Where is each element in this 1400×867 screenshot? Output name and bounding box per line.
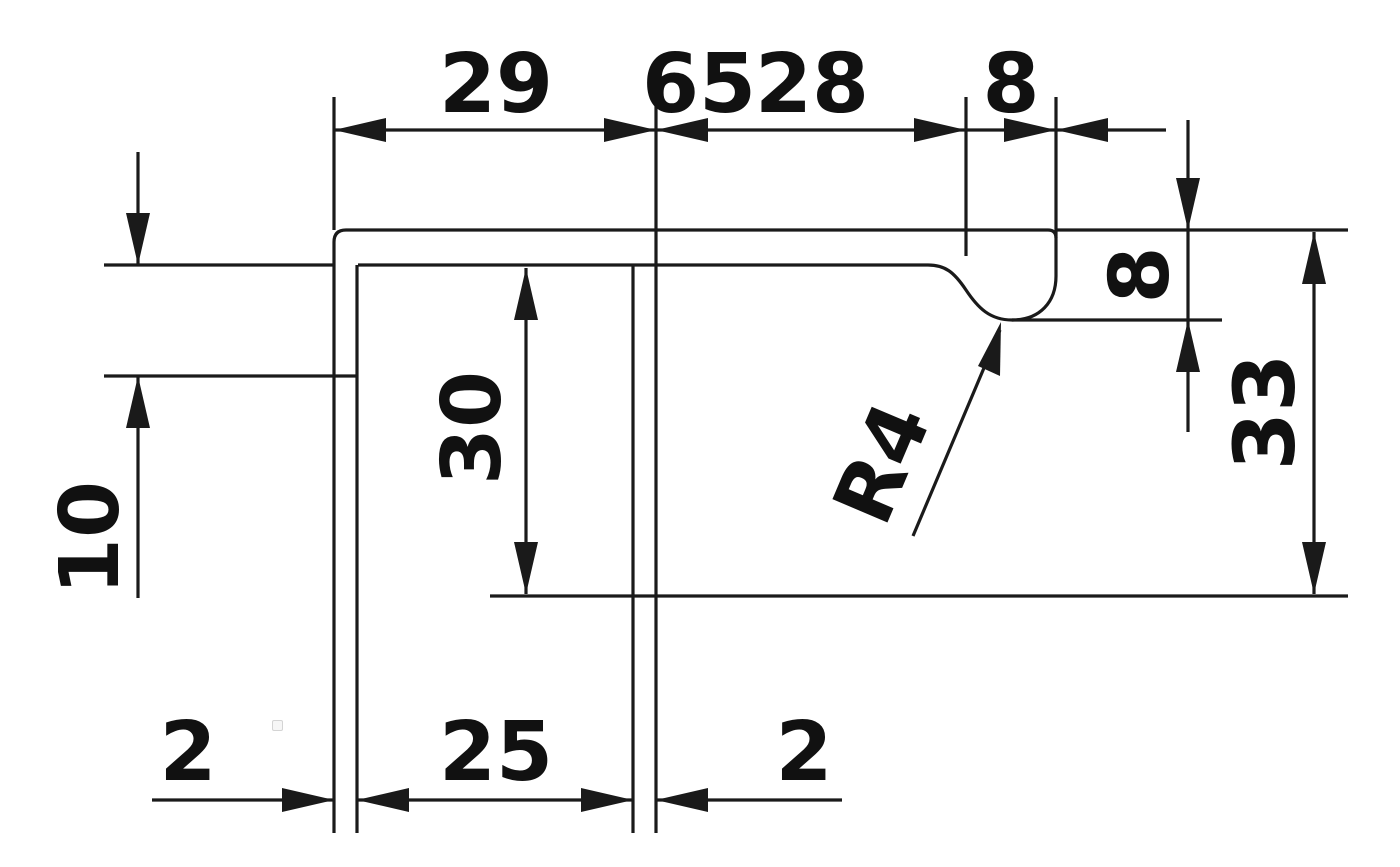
arrow-30-bottom	[514, 542, 538, 594]
arrow-10-bottom	[126, 376, 150, 428]
dim-label-r4: R4	[815, 389, 949, 537]
arrow-25-right	[581, 788, 633, 812]
extension-lines	[104, 97, 1348, 322]
arrow-2-left	[282, 788, 334, 812]
profile-outline	[104, 95, 1348, 833]
dim-label-8-right: 8	[1093, 246, 1188, 303]
dim-label-30: 30	[425, 371, 520, 485]
dim-label-28: 28	[755, 37, 869, 132]
small-square-marker	[272, 720, 283, 731]
arrow-28-right	[914, 118, 966, 142]
dim-label-10: 10	[43, 481, 138, 595]
arrow-33-top	[1302, 232, 1326, 284]
arrow-25-left	[357, 788, 409, 812]
arrow-8top-left	[1004, 118, 1056, 142]
arrow-10-top	[126, 213, 150, 265]
arrow-8right-bottom	[1176, 320, 1200, 372]
arrow-33-bottom	[1302, 542, 1326, 594]
arrow-r4	[978, 322, 1001, 376]
arrow-28-left	[656, 118, 708, 142]
arrow-30-top	[514, 268, 538, 320]
profile-lip-curve	[358, 263, 1058, 322]
dim-label-25: 25	[439, 705, 553, 800]
dimension-labels: 29 65 28 8 8 33 10 30 R4 2 25 2	[43, 37, 1314, 800]
dimension-lines	[126, 118, 1326, 812]
dim-label-2-right: 2	[775, 705, 832, 800]
arrow-29-left	[334, 118, 386, 142]
dim-label-65: 65	[642, 37, 756, 132]
arrow-8right-top	[1176, 178, 1200, 230]
arrow-29-right	[604, 118, 656, 142]
dim-label-2-left: 2	[159, 705, 216, 800]
dim-label-33: 33	[1216, 354, 1314, 471]
arrow-2-right	[656, 788, 708, 812]
arrow-8top-right	[1056, 118, 1108, 142]
dim-label-29: 29	[439, 37, 553, 132]
dim-label-8-top: 8	[982, 37, 1039, 132]
